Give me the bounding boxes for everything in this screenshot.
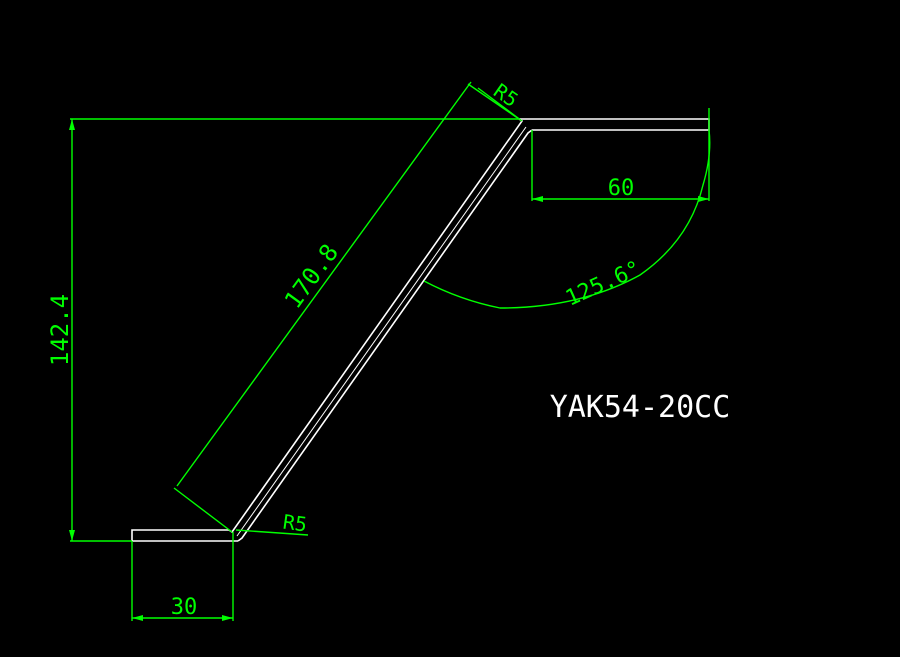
diagonal-mid-line <box>236 126 527 537</box>
height-arrow-bottom <box>69 530 75 541</box>
bottom-flange-outline <box>131 529 238 542</box>
radius-top-leader <box>477 87 523 122</box>
right-flange-arrow-right <box>698 196 709 202</box>
dimension-lines <box>70 81 711 621</box>
height-arrow-top <box>69 119 75 130</box>
part-title: YAK54-20CC <box>550 390 731 425</box>
diagonal-ext-bottom <box>173 487 233 533</box>
angle-arc <box>423 129 711 309</box>
left-flange-arrow-right <box>222 615 233 621</box>
right-flange-label: 60 <box>608 176 635 201</box>
right-flange-arrow-left <box>532 196 543 202</box>
height-label: 142.4 <box>46 294 74 366</box>
left-flange-arrow-left <box>132 615 143 621</box>
diagonal-dim-line <box>176 81 472 487</box>
radius-bottom-label: R5 <box>281 510 308 537</box>
radius-bottom-leader <box>235 529 309 536</box>
arrowheads <box>69 119 709 621</box>
diagonal-inner-edge <box>237 129 533 542</box>
left-flange-label: 30 <box>171 595 198 620</box>
